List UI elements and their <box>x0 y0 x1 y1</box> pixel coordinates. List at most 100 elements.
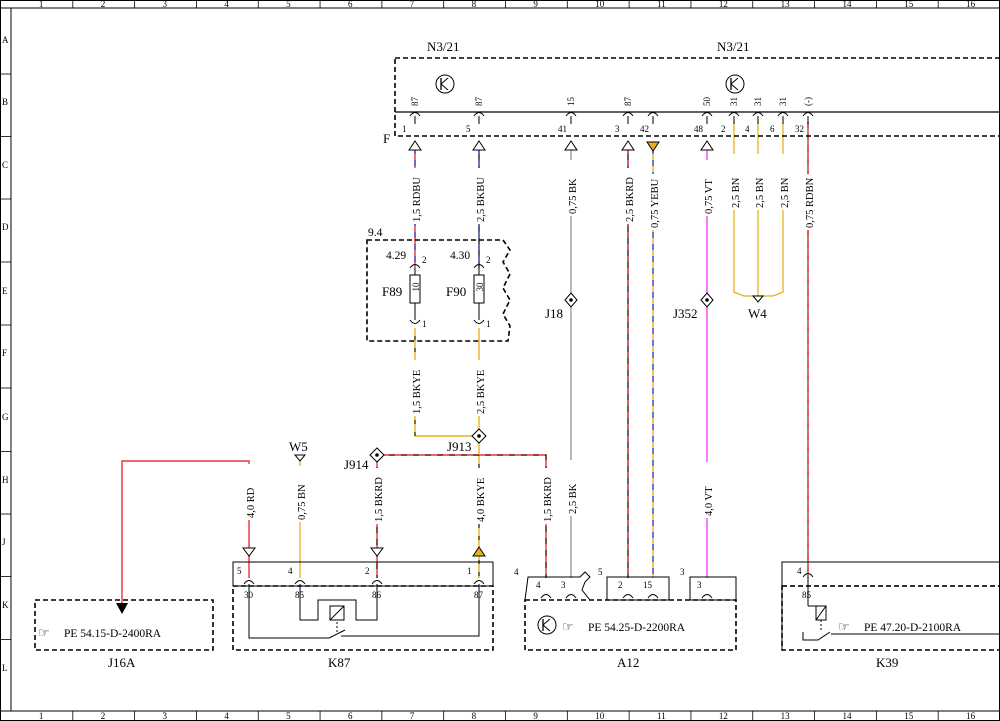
wire-bkye-15 <box>414 328 479 437</box>
pin-socket <box>777 112 789 117</box>
grid-row-label: H <box>2 475 9 485</box>
pin-socket <box>294 580 306 585</box>
grid-column-bottom-label: 12 <box>719 711 728 721</box>
grid-column-bottom-label: 4 <box>224 711 229 721</box>
n3-21-label-right: N3/21 <box>717 39 750 54</box>
k87-connector-number: 1 <box>467 566 472 576</box>
component-k87: K87 <box>232 546 494 670</box>
grid-column-top-label: 3 <box>163 0 168 9</box>
k39-pin: 85 <box>802 590 812 600</box>
n3-pin-label: 32 <box>795 124 804 134</box>
grid-row-label: A <box>2 35 9 45</box>
transistor-icon <box>537 615 557 635</box>
pin-socket <box>647 594 659 599</box>
wire-label: 4,0 VT <box>704 486 715 516</box>
fuse-f90: 30 4.30 2 1 F90 <box>446 250 491 329</box>
grid-column-bottom-label: 5 <box>286 711 291 721</box>
splice-j18: J18 <box>545 292 578 321</box>
a12-pin-label: 2 <box>618 580 623 590</box>
pin-socket <box>622 112 634 117</box>
pin-socket <box>565 112 577 117</box>
splice-j914-label: J914 <box>344 457 369 472</box>
pin-socket <box>802 112 814 117</box>
grid-column-top-label: 16 <box>966 0 976 9</box>
fuse-f89-pin-bottom: 1 <box>422 319 427 329</box>
a12-name: A12 <box>617 655 639 670</box>
splice-j18-label: J18 <box>545 306 563 321</box>
ground-w4-label: W4 <box>748 306 767 321</box>
wire-label: 0,75 BN <box>297 484 308 520</box>
k39-ref: PE 47.20-D-2100RA <box>864 622 962 634</box>
transistor-icon <box>725 74 745 94</box>
pin-socket <box>728 112 740 117</box>
n3-pin-label: 5 <box>466 124 471 134</box>
grid-row-label: C <box>2 160 8 170</box>
grid-column-top-label: 9 <box>533 0 538 9</box>
grid-row-label: K <box>2 600 9 610</box>
pin-socket <box>473 112 485 117</box>
grid-column-top-label: 7 <box>410 0 415 9</box>
pin-socket <box>701 112 713 117</box>
grid-column-bottom-label: 14 <box>842 711 852 721</box>
fuse-f90-pin-bottom: 1 <box>486 319 491 329</box>
grid-column-top-label: 13 <box>781 0 791 9</box>
splice-j352: J352 <box>673 292 714 321</box>
component-a12: ☞ PE 54.25-D-2200RA 4 5 3 A12 <box>514 567 737 670</box>
wire-label: 2,5 BN <box>780 177 791 208</box>
pin-socket <box>540 594 552 599</box>
grid-column-top-label: 6 <box>348 0 353 9</box>
splice-j913: J913 <box>447 428 487 454</box>
k39-name: K39 <box>876 655 898 670</box>
grid-column-bottom-label: 2 <box>101 711 106 721</box>
n3-21-module-box <box>394 57 1000 137</box>
n3-pin-number: 87 <box>410 97 420 107</box>
grid-column-top-label: 11 <box>657 0 666 9</box>
n3-pin-number: 31 <box>729 97 739 106</box>
wire-label: 4,0 RD <box>246 487 257 518</box>
n3-pin-label: 2 <box>721 124 726 134</box>
grid-column-bottom-label: 11 <box>657 711 666 721</box>
grid-column-bottom-label: 3 <box>163 711 168 721</box>
wire-label: 2,5 BKRD <box>625 177 636 222</box>
n3-pin-label: 41 <box>558 124 567 134</box>
n3-pin-number: 50 <box>702 97 712 107</box>
grid-row-label: F <box>2 348 7 358</box>
wire-label: 1,5 BKRD <box>543 477 554 522</box>
a12-pin-label: 3 <box>561 580 566 590</box>
wire-label: 2,5 BKBU <box>476 177 487 222</box>
k87-pin-label: 85 <box>295 590 305 600</box>
connector-arrow-group <box>408 140 714 152</box>
fuse-f90-pin-top: 2 <box>486 255 491 265</box>
k87-pin-label: 87 <box>474 590 484 600</box>
a12-pin-label: 4 <box>536 580 541 590</box>
n3-pin-label: 6 <box>770 124 775 134</box>
pin-socket <box>371 580 383 585</box>
grid-column-top-label: 8 <box>472 0 477 9</box>
n3-pin-label: 42 <box>640 124 649 134</box>
a12-ref: PE 54.25-D-2200RA <box>588 622 686 634</box>
k87-connector-number: 2 <box>365 566 370 576</box>
n3-21-label-left: N3/21 <box>427 39 460 54</box>
a12-conn-a: 4 <box>514 567 519 577</box>
ground-w4: W4 <box>748 295 767 321</box>
grid-column-bottom-label: 10 <box>595 711 605 721</box>
fuse-f90-rating: 30 <box>475 282 485 292</box>
grid-column-top-label: 12 <box>719 0 728 9</box>
pin-socket <box>243 580 255 585</box>
grid-column-bottom-label: 9 <box>533 711 538 721</box>
grid-row-label: B <box>2 97 8 107</box>
n3-pin-number: (-) <box>803 97 813 106</box>
grid-column-bottom-label: 1 <box>39 711 44 721</box>
grid-column-top-label: 15 <box>904 0 914 9</box>
hand-pointer-icon: ☞ <box>838 619 850 634</box>
pin-socket <box>565 594 577 599</box>
wire-label: 0,75 YEBU <box>650 178 661 228</box>
grid-column-bottom-label: 7 <box>410 711 415 721</box>
grid-column-bottom-label: 6 <box>348 711 353 721</box>
fuse-box-label: 9.4 <box>368 227 383 239</box>
wire-label: 1,5 BKYE <box>412 370 423 414</box>
wire-rd-40 <box>121 460 250 605</box>
grid-column-top-label: 2 <box>101 0 106 9</box>
fuse-f89-name: F89 <box>382 284 402 299</box>
